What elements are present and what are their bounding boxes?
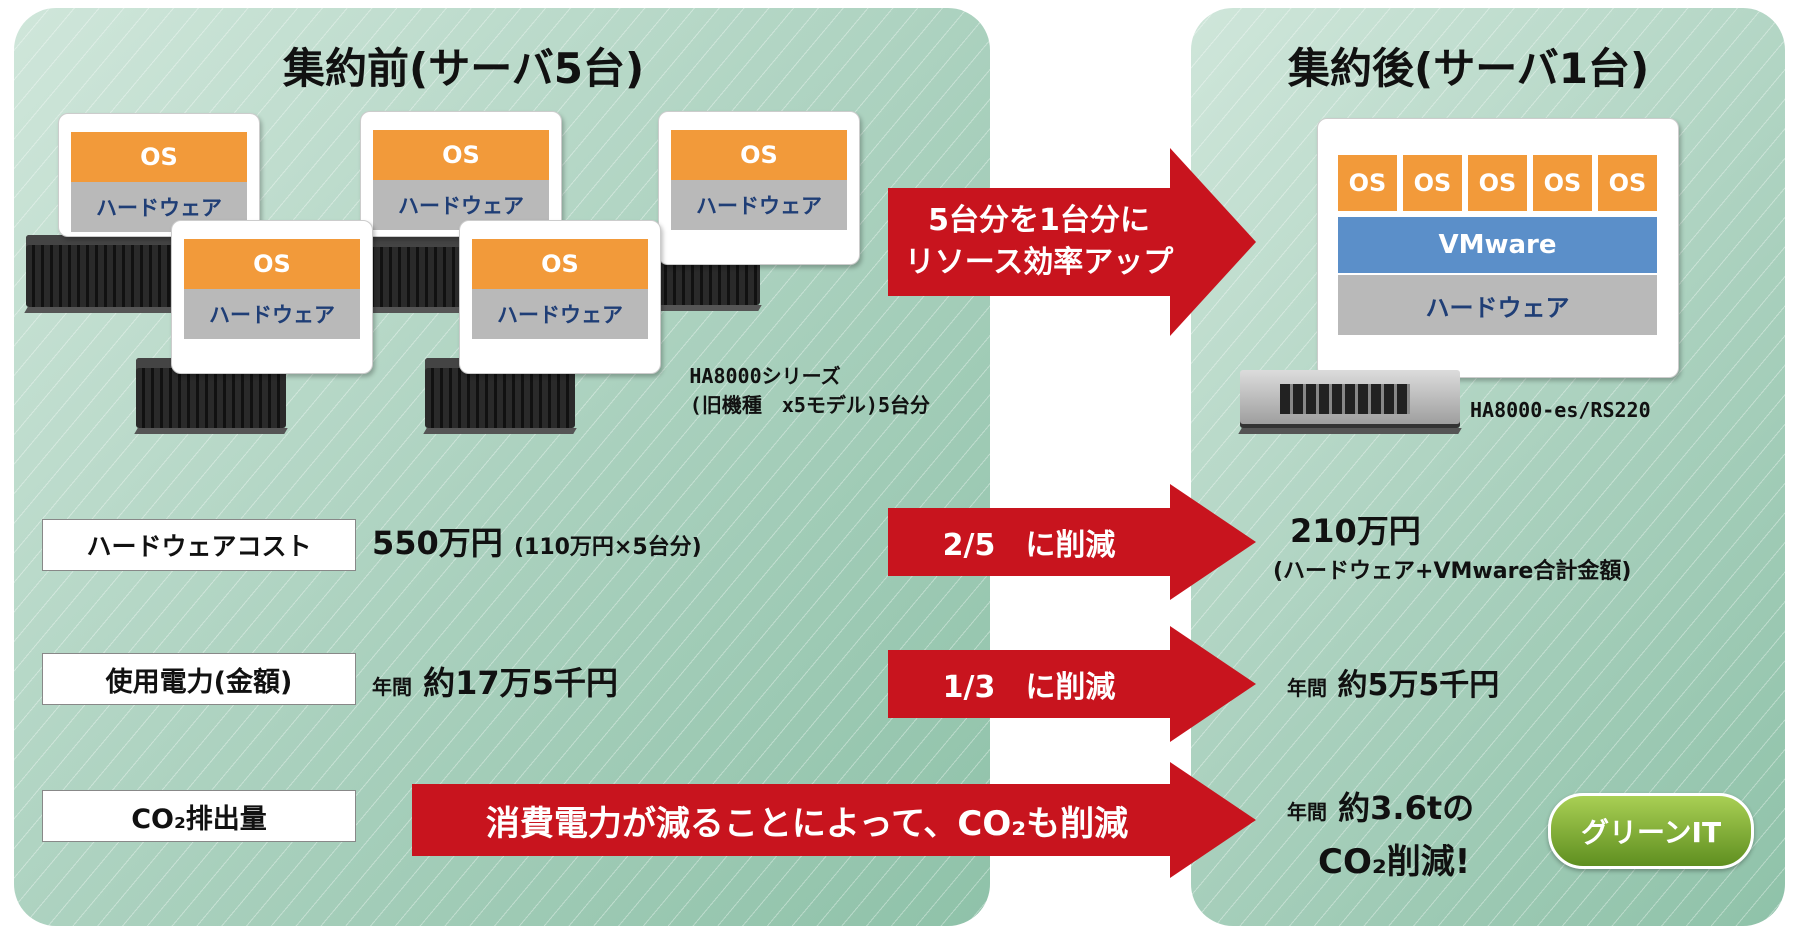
after-title: 集約後(サーバ1台) <box>1288 44 1650 93</box>
after-panel <box>1191 8 1785 926</box>
server-card: OS ハードウェア <box>459 220 661 374</box>
cost-arrow: 2/5 に削減 <box>888 484 1256 600</box>
os-row: OS OS OS OS OS <box>1338 155 1657 211</box>
os-layer: OS <box>671 130 847 180</box>
rack-server-image <box>1240 370 1460 428</box>
os-layer: OS <box>1533 155 1592 211</box>
server-unit <box>26 235 186 307</box>
power-arrow: 1/3 に削減 <box>888 626 1256 742</box>
os-layer: OS <box>373 130 549 180</box>
co2-arrow-label: 消費電力が減ることによって、CO₂も削減 <box>485 803 1129 844</box>
after-caption: HA8000-es/RS220 <box>1470 398 1651 422</box>
server-card: OS ハードウェア <box>58 113 260 237</box>
hardware-layer: ハードウェア <box>671 180 847 230</box>
resource-arrow: 5台分を1台分に リソース効率アップ <box>888 148 1256 336</box>
green-it-badge: グリーンIT <box>1548 793 1754 869</box>
server-card: OS ハードウェア <box>658 111 860 265</box>
cost-after-value: 210万円 <box>1290 512 1421 550</box>
os-layer: OS <box>1468 155 1527 211</box>
co2-arrow: 消費電力が減ることによって、CO₂も削減 <box>412 762 1256 878</box>
hardware-layer: ハードウェア <box>472 289 648 339</box>
co2-after-line2: CO₂削減! <box>1318 842 1471 882</box>
co2-emission-label: CO₂排出量 <box>42 790 356 842</box>
power-cost-label: 使用電力(金額) <box>42 653 356 705</box>
os-layer: OS <box>1338 155 1397 211</box>
hardware-cost-label: ハードウェアコスト <box>42 519 356 571</box>
vmware-layer: VMware <box>1338 217 1657 273</box>
virtualized-server-card: OS OS OS OS OS VMware ハードウェア <box>1317 118 1679 378</box>
os-layer: OS <box>472 239 648 289</box>
os-layer: OS <box>1403 155 1462 211</box>
os-layer: OS <box>71 132 247 182</box>
cost-after-note: (ハードウェア+VMware合計金額) <box>1273 559 1632 584</box>
server-card: OS ハードウェア <box>360 111 562 237</box>
os-layer: OS <box>1598 155 1657 211</box>
cost-before-value: 550万円 (110万円×5台分) <box>372 524 702 562</box>
os-layer: OS <box>184 239 360 289</box>
power-before-value: 年間 約17万5千円 <box>372 664 618 702</box>
co2-after-value: 年間 約3.6tの <box>1287 789 1475 827</box>
hardware-layer: ハードウェア <box>1338 275 1657 335</box>
before-caption: HA8000シリーズ (旧機種 x5モデル)5台分 <box>689 364 930 417</box>
power-arrow-label: 1/3 に削減 <box>942 670 1116 705</box>
server-card: OS ハードウェア <box>171 220 373 374</box>
hardware-layer: ハードウェア <box>184 289 360 339</box>
resource-arrow-label: 5台分を1台分に リソース効率アップ <box>904 203 1174 280</box>
before-title: 集約前(サーバ5台) <box>283 44 645 93</box>
power-after-value: 年間 約5万5千円 <box>1287 668 1500 703</box>
cost-arrow-label: 2/5 に削減 <box>942 528 1116 563</box>
